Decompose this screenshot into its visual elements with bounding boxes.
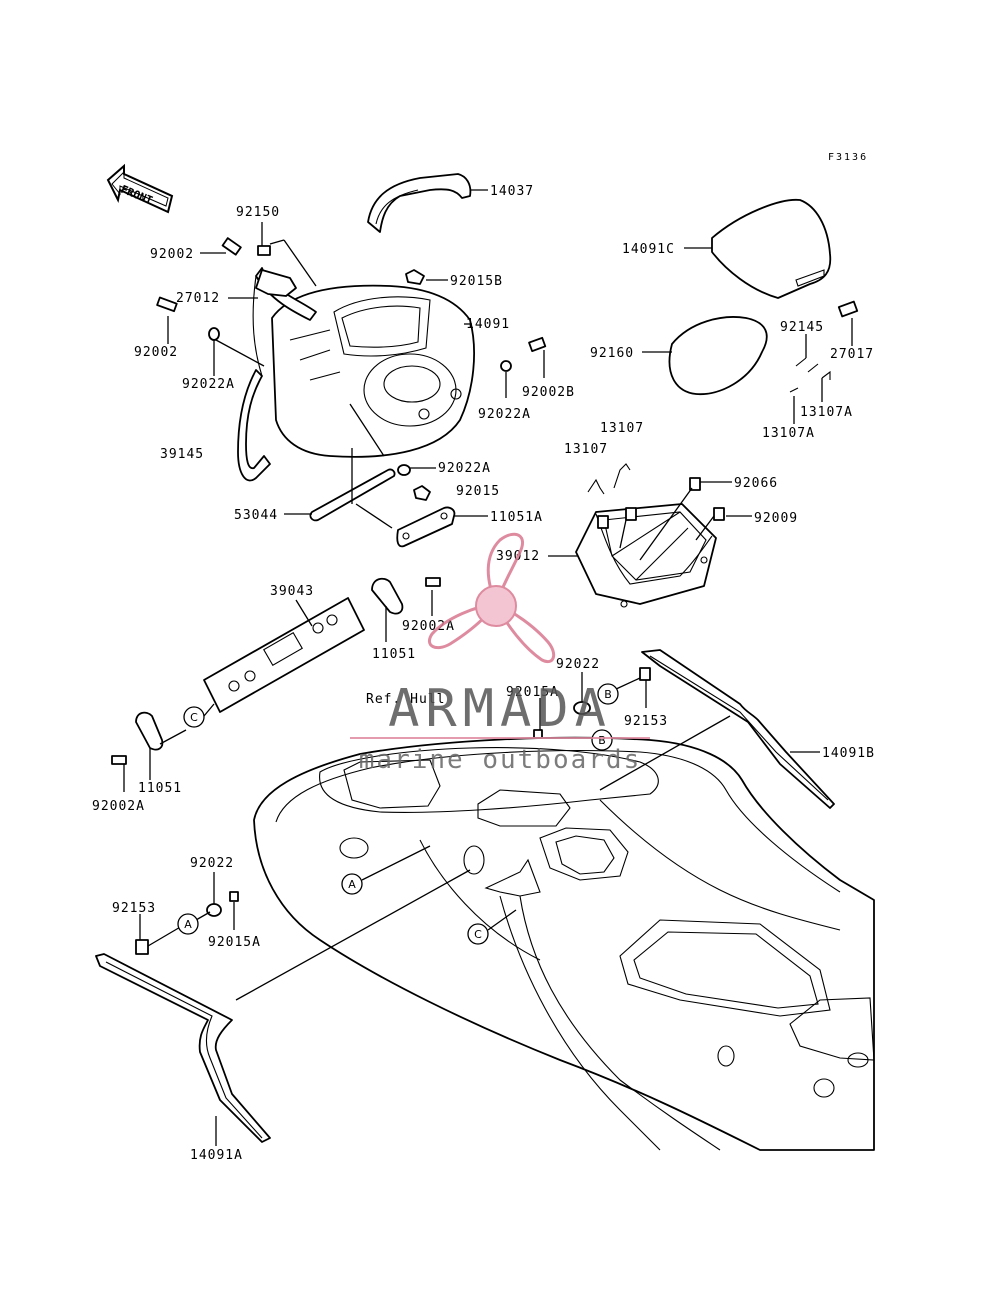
part-label: 11051 [372,647,416,662]
part-label: 13107A [762,426,815,441]
part-label: 92015B [450,274,503,289]
callout-a-3: A [177,913,199,935]
part-label: 13107 [600,421,644,436]
svg-text:A: A [184,918,192,931]
watermark-brand: ARMADA [388,679,612,739]
front-arrow-icon: FRONT [106,163,174,214]
bracket-part [156,237,547,501]
hull-part [253,736,875,1151]
part-label: 14091 [466,317,510,332]
front-cover-part [271,284,475,458]
part-label: 92002 [150,247,194,262]
hinge-bracket-part [396,506,456,548]
svg-text:B: B [604,688,612,701]
side-rail-left-part [95,953,271,1143]
part-label: 92009 [754,511,798,526]
storage-box-part [575,477,725,608]
part-label: 92022A [182,377,235,392]
part-label: 27017 [830,347,874,362]
grab-handle-part [367,173,472,233]
part-label: 14091C [622,242,675,257]
part-label: 92015 [456,484,500,499]
part-label: 92160 [590,346,634,361]
hardware-parts [135,667,651,955]
part-label: 92022A [478,407,531,422]
part-label: 92153 [112,901,156,916]
watermark: ARMADA marine outboards [350,532,650,775]
part-label: 13107 [564,442,608,457]
part-label: 39043 [270,584,314,599]
part-label: 11051A [490,510,543,525]
svg-text:A: A [348,878,356,891]
ref-hull-label: Ref. Hull [366,692,445,707]
part-label: 14091A [190,1148,243,1163]
part-label: 92002B [522,385,575,400]
part-label: 11051 [138,781,182,796]
part-label: 27012 [176,291,220,306]
part-label: 92002 [134,345,178,360]
side-rail-right-part [641,649,835,809]
part-label: 53044 [234,508,278,523]
part-label: 92022 [190,856,234,871]
callout-b-2: B [591,729,613,751]
callout-c-2: C [467,923,489,945]
part-label: 14037 [490,184,534,199]
part-label: 92002A [402,619,455,634]
callout-a-2: A [341,873,363,895]
part-label: 92153 [624,714,668,729]
callout-b-1: B [597,683,619,705]
part-label: 13107A [800,405,853,420]
svg-text:C: C [474,928,482,941]
svg-text:B: B [598,734,606,747]
part-label: 92015A [208,935,261,950]
part-label: 92145 [780,320,824,335]
pad-part [668,316,768,395]
part-label: 92066 [734,476,778,491]
part-labels: 14037 92150 92002 27012 92015B 14091 920… [92,184,875,1163]
watermark-tagline: marine outboards [359,745,641,775]
part-label: 92150 [236,205,280,220]
callout-letter: C [190,711,198,724]
callout-c-plate: C [183,706,205,728]
figure-code: F3136 [828,152,868,163]
plate-part [203,597,365,713]
part-label: 92022 [556,657,600,672]
part-label: 39145 [160,447,204,462]
part-label: 14091B [822,746,875,761]
part-label: 92022A [438,461,491,476]
part-label: 92015A [506,685,559,700]
part-label: 92002A [92,799,145,814]
rear-cover-part [711,198,832,299]
clamp-bracket-part [111,577,441,765]
small-clip-parts [587,300,859,495]
propeller-logo-icon [427,532,556,663]
